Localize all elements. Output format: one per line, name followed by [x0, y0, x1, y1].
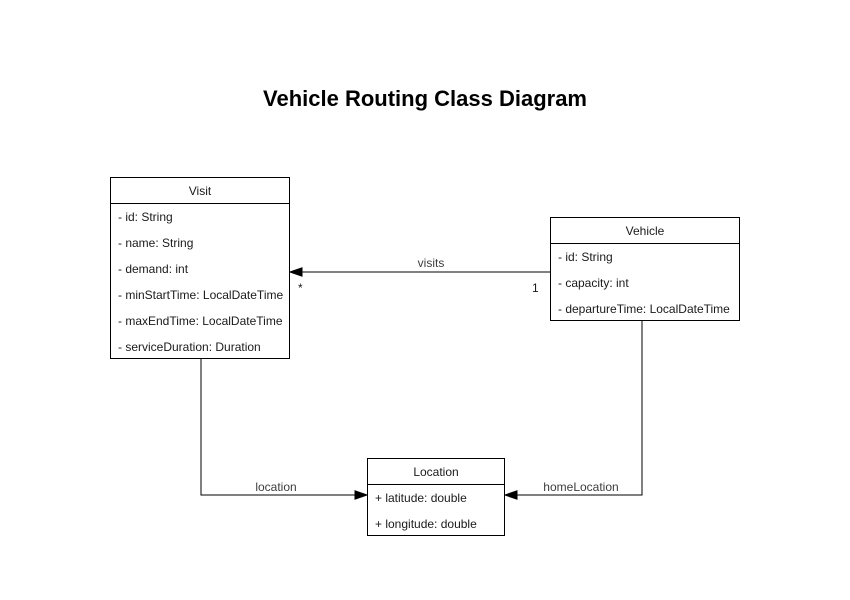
home-location-edge-label[interactable]: homeLocation [542, 480, 620, 494]
class-location-attribute: + longitude: double [375, 517, 477, 531]
location-edge-label[interactable]: location [254, 480, 298, 494]
class-vehicle-attribute: - id: String [558, 250, 613, 264]
class-vehicle[interactable]: Vehicle - id: String - capacity: int - d… [550, 217, 740, 321]
class-location-title: Location [368, 459, 504, 485]
home-location-arrowhead [503, 490, 518, 500]
diagram-title: Vehicle Routing Class Diagram [263, 86, 587, 111]
class-visit-attribute: - name: String [118, 236, 194, 250]
visits-arrowhead [288, 267, 303, 277]
class-vehicle-title: Vehicle [551, 218, 739, 244]
class-visit-attribute: - minStartTime: LocalDateTime [118, 288, 284, 302]
class-visit-attribute: - serviceDuration: Duration [118, 340, 261, 354]
home-location-edge[interactable] [503, 321, 643, 500]
visits-edge[interactable] [288, 267, 550, 277]
class-vehicle-attribute: - departureTime: LocalDateTime [558, 302, 730, 316]
visits-target-multiplicity: * [298, 281, 303, 295]
class-location[interactable]: Location + latitude: double + longitude:… [367, 458, 505, 536]
class-visit[interactable]: Visit - id: String - name: String - dema… [110, 177, 290, 359]
class-visit-title: Visit [111, 178, 289, 204]
visits-edge-label[interactable]: visits [416, 256, 446, 270]
visits-source-multiplicity: 1 [532, 281, 539, 295]
location-edge[interactable] [200, 359, 369, 500]
class-visit-attribute: - maxEndTime: LocalDateTime [118, 314, 283, 328]
class-location-attribute: + latitude: double [375, 491, 467, 505]
class-vehicle-attribute: - capacity: int [558, 276, 629, 290]
location-arrowhead [354, 490, 369, 500]
class-visit-attribute: - id: String [118, 210, 173, 224]
class-visit-attribute: - demand: int [118, 262, 189, 276]
